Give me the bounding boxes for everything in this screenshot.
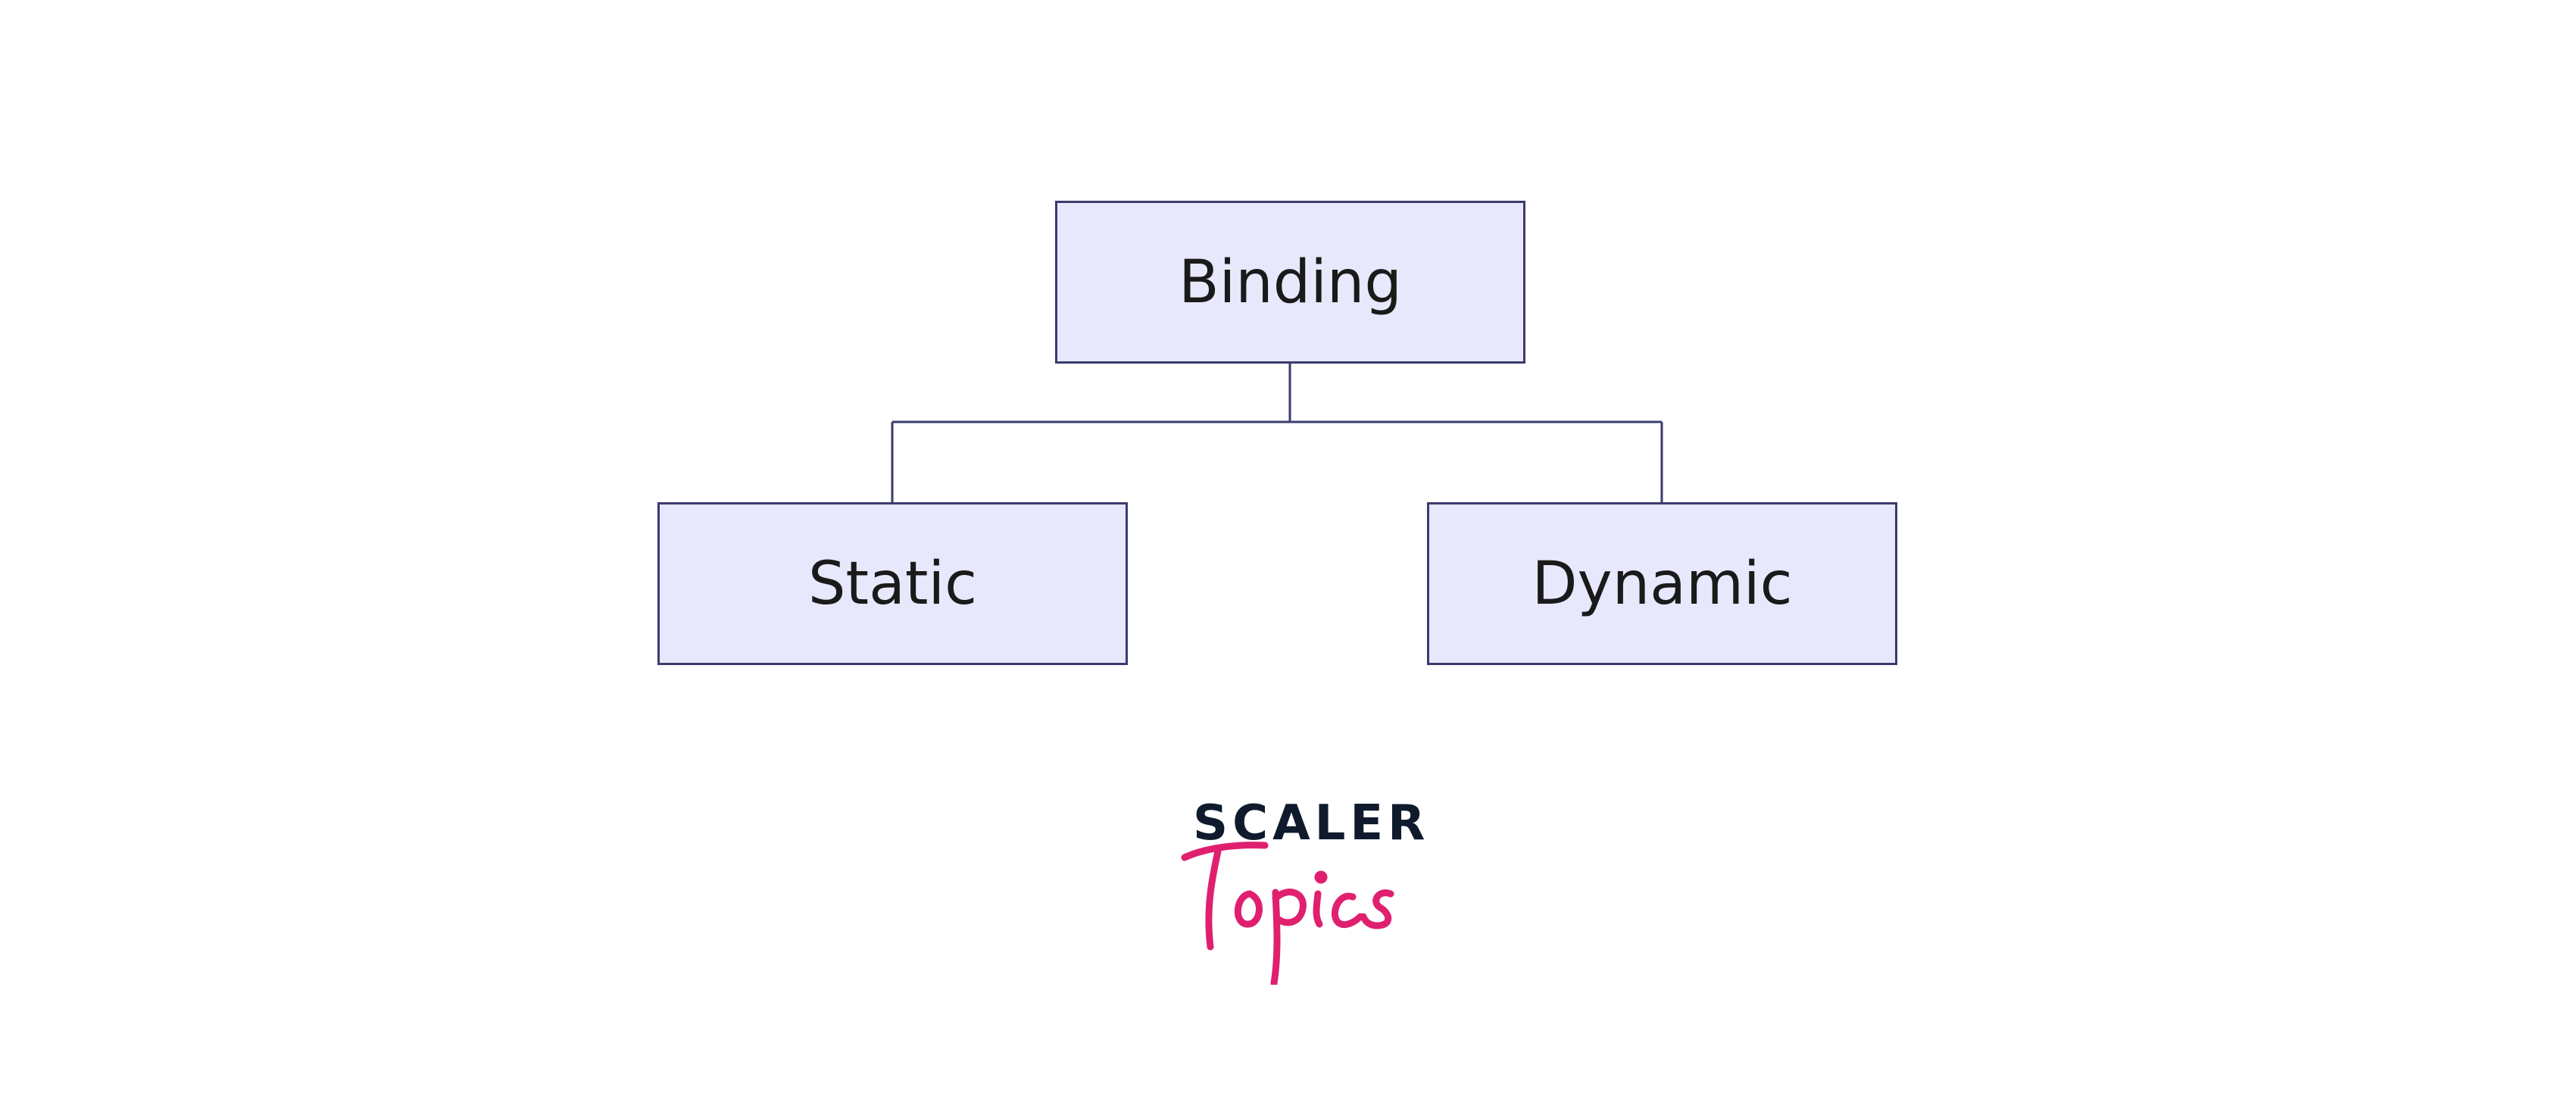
node-dynamic: Dynamic	[1427, 502, 1897, 665]
node-binding-label: Binding	[1179, 248, 1402, 317]
logo-word-topics-script	[1181, 842, 1394, 985]
logo-word-scaler: SCALER	[1193, 795, 1425, 851]
node-static: Static	[657, 502, 1128, 665]
node-static-label: Static	[807, 549, 978, 618]
node-dynamic-label: Dynamic	[1532, 549, 1793, 618]
scaler-topics-logo: SCALER	[1174, 795, 1425, 985]
logo-word-scaler-text: SCALER	[1193, 795, 1430, 851]
node-binding: Binding	[1055, 201, 1525, 364]
